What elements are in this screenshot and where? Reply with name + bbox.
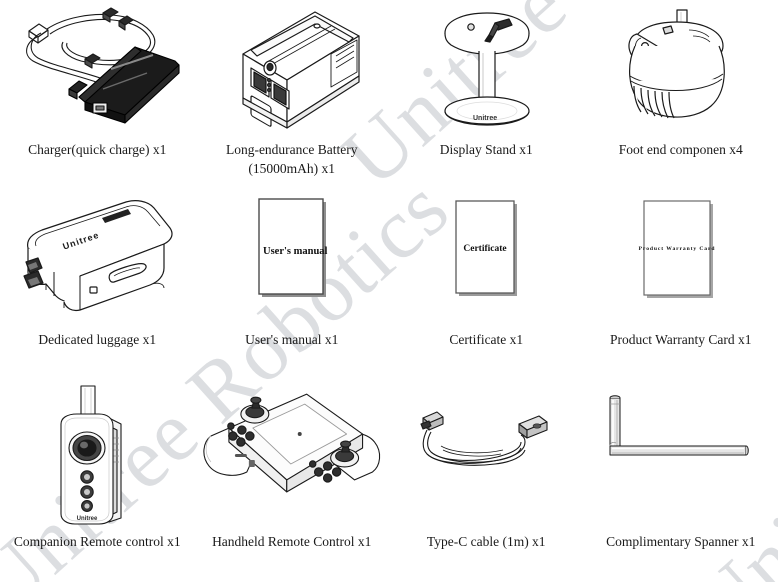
svg-text:Unitree: Unitree <box>473 115 497 122</box>
accessory-item-charger: Charger(quick charge) x1 <box>0 0 195 190</box>
accessory-item-type-c-cable: Type-C cable (1m) x1 <box>389 380 584 582</box>
accessory-item-complimentary-spanner: Complimentary Spanner x1 <box>584 380 778 582</box>
accessory-caption: Type-C cable (1m) x1 <box>426 534 546 549</box>
hard-case-luggage-icon: Unitree <box>0 190 195 326</box>
accessory-item-certificate: Certificate Certificate x1 <box>389 190 584 380</box>
accessory-caption: User's manual x1 <box>245 332 339 347</box>
accessory-caption: Companion Remote control x1 <box>13 534 181 549</box>
handheld-wand-remote-icon: Unitree <box>0 380 195 528</box>
accessory-caption: Complimentary Spanner x1 <box>606 534 756 549</box>
accessory-item-companion-remote-control: Unitree Companion Remote control x1 <box>0 380 195 582</box>
booklet-icon: User's manual <box>195 190 390 326</box>
certificate-sheet-icon: Certificate <box>389 190 584 326</box>
booklet-cover-text: User's manual <box>263 246 328 257</box>
accessory-item-handheld-remote-control: Handheld Remote Control x1 <box>195 380 390 582</box>
display-stand-icon: Unitree <box>389 0 584 136</box>
svg-text:Unitree: Unitree <box>77 516 98 522</box>
accessory-item-battery: Long-endurance Battery (15000mAh) x1 <box>195 0 390 190</box>
accessory-caption: Charger(quick charge) x1 <box>28 142 167 157</box>
accessory-item-display-stand: Unitree Display Stand x1 <box>389 0 584 190</box>
battery-pack-icon <box>195 0 390 136</box>
warranty-card-cover-text: Product Warranty Card <box>638 246 715 252</box>
warranty-card-icon: Product Warranty Card <box>584 190 778 326</box>
accessory-item-dedicated-luggage: Unitree <box>0 190 195 380</box>
foot-end-component-icon <box>584 0 778 136</box>
accessory-item-product-warranty-card: Product Warranty Card Product Warranty C… <box>584 190 778 380</box>
accessory-caption: Certificate x1 <box>449 332 524 347</box>
accessory-caption: Foot end componen x4 <box>618 142 743 157</box>
accessory-item-foot-end-component: Foot end componen x4 <box>584 0 778 190</box>
dual-stick-gamepad-icon <box>195 380 390 528</box>
accessory-item-users-manual: User's manual User's manual x1 <box>195 190 390 380</box>
accessory-caption: Product Warranty Card x1 <box>609 332 752 347</box>
accessory-caption: Dedicated luggage x1 <box>38 332 157 347</box>
l-shaped-hex-spanner-icon <box>584 380 778 528</box>
charger-brick-with-cable-icon <box>0 0 195 136</box>
accessory-caption: Long-endurance Battery (15000mAh) x1 <box>225 142 358 176</box>
usb-type-c-cable-icon <box>389 380 584 528</box>
certificate-cover-text: Certificate <box>464 244 507 254</box>
accessory-caption: Handheld Remote Control x1 <box>212 534 372 549</box>
accessory-caption: Display Stand x1 <box>439 142 533 157</box>
